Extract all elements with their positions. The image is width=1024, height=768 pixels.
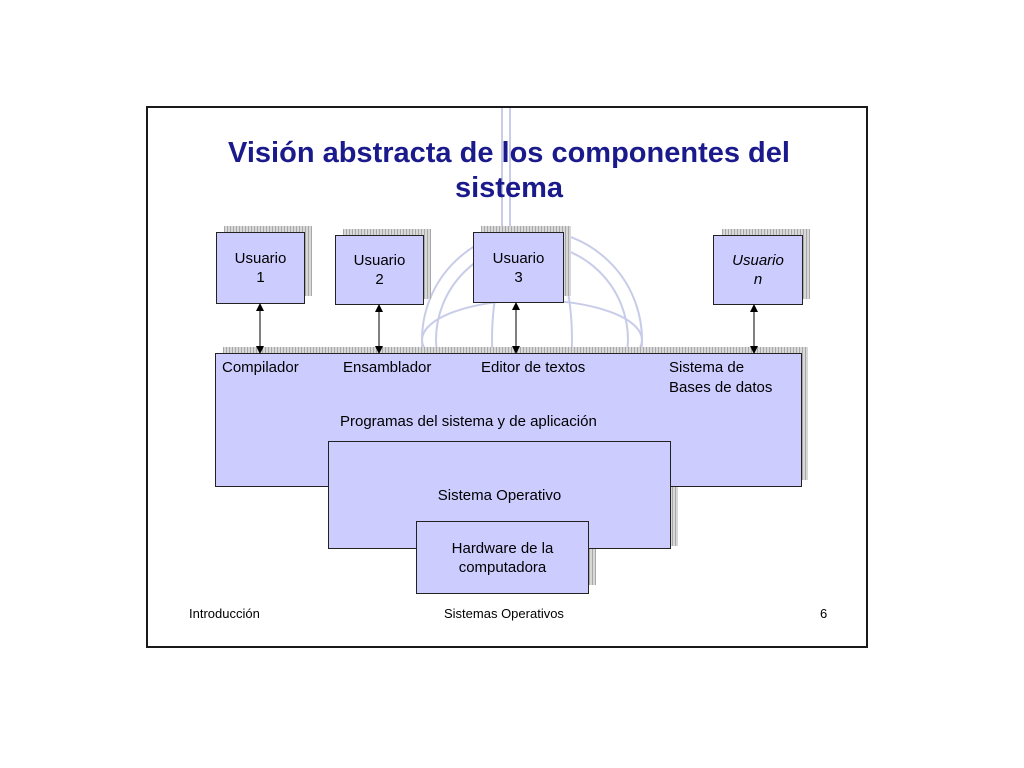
connector-arrows [256,302,758,354]
user-n-label: Usuario [732,252,784,269]
os-label: Sistema Operativo [437,486,562,504]
title-line-2: sistema [454,172,563,204]
editor-label: Editor de textos [481,359,586,376]
footer-section: Introducción [189,606,260,621]
user-n-box: Usuario n [713,235,803,305]
user-1-box: Usuario 1 [216,232,305,304]
user-2-label: Usuario [353,252,406,269]
user-n-number: n [753,271,763,288]
hardware-box: Hardware de la computadora [416,521,589,594]
footer-page-number: 6 [820,606,828,621]
user-3-number: 3 [514,268,523,286]
database-label-line-1: Sistema de [669,359,745,376]
footer-course: Sistemas Operativos [444,606,564,621]
hardware-label-line-2: computadora [458,558,547,576]
slide: Visión abstracta de los componentes del … [146,106,868,648]
user-1-label: Usuario [234,250,287,267]
database-label-line-2: Bases de datos [669,379,773,396]
programs-caption: Programas del sistema y de aplicación [340,413,597,430]
hardware-label-line-1: Hardware de la [451,539,554,557]
user-1-number: 1 [256,269,265,286]
compilador-label: Compilador [222,359,299,376]
ensamblador-label: Ensamblador [343,359,432,376]
user-2-box: Usuario 2 [335,235,424,305]
user-2-number: 2 [375,271,384,288]
slide-title: Visión abstracta de los componentes del … [148,136,866,206]
user-3-label: Usuario [492,249,545,267]
title-line-1: Visión abstracta de los componentes del [228,137,790,169]
user-3-box: Usuario 3 [473,232,564,303]
